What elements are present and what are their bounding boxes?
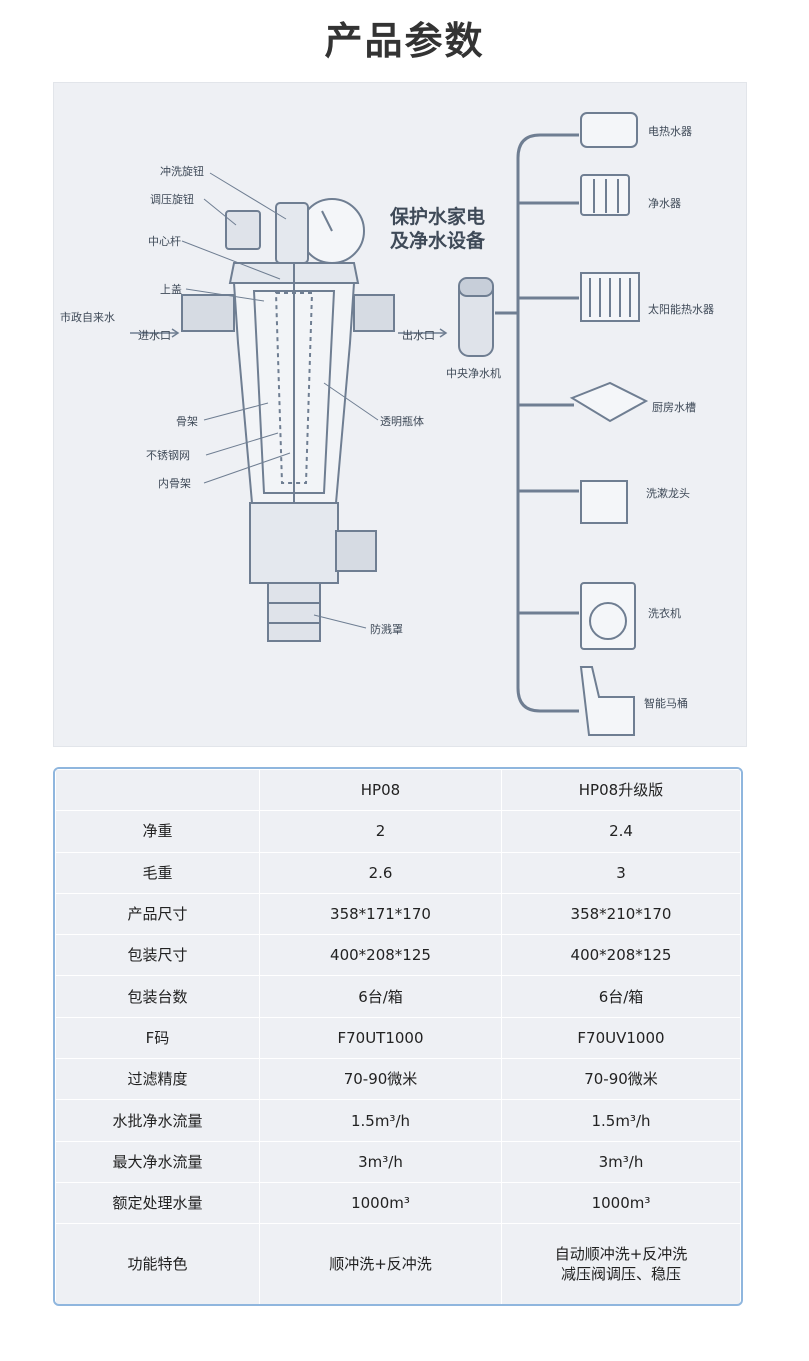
label-steel-mesh: 不锈钢网 [146, 449, 190, 462]
header-cell-hp08: HP08 [259, 769, 502, 812]
label-inlet: 进水口 [138, 329, 171, 342]
appliance-washing-machine: 洗衣机 [648, 607, 681, 620]
row-label: 功能特色 [55, 1223, 260, 1304]
row-value-hp08: 70-90微米 [259, 1058, 502, 1101]
row-value-upgrade: 3m³/h [501, 1140, 741, 1183]
product-diagram: 冲洗旋钮 调压旋钮 中心杆 上盖 骨架 不锈钢网 内骨架 透明瓶体 防溅罩 市政… [53, 82, 747, 747]
table-row: 功能特色 顺冲洗+反冲洗 自动顺冲洗+反冲洗 减压阀调压、稳压 [55, 1223, 741, 1304]
row-value-upgrade: 1000m³ [501, 1181, 741, 1225]
table-row: 水批净水流量 1.5m³/h 1.5m³/h [55, 1099, 741, 1142]
row-value-hp08: 6台/箱 [259, 975, 502, 1018]
table-row: 毛重 2.6 3 [55, 851, 741, 894]
table-row: 包装台数 6台/箱 6台/箱 [55, 975, 741, 1018]
label-top-cover: 上盖 [160, 283, 182, 296]
appliance-smart-toilet: 智能马桶 [644, 697, 688, 710]
label-municipal-water: 市政自来水 [60, 311, 115, 324]
row-label: 水批净水流量 [55, 1099, 260, 1142]
row-value-upgrade-multiline: 自动顺冲洗+反冲洗 减压阀调压、稳压 [501, 1223, 741, 1304]
label-outlet: 出水口 [402, 329, 435, 342]
row-label: 净重 [55, 810, 260, 853]
table-row: 最大净水流量 3m³/h 3m³/h [55, 1140, 741, 1183]
table-row: F码 F70UT1000 F70UV1000 [55, 1016, 741, 1060]
header-cell-hp08-upgrade: HP08升级版 [501, 769, 741, 812]
row-label: 包装台数 [55, 975, 260, 1018]
label-center-rod: 中心杆 [148, 235, 181, 248]
row-value-upgrade: 3 [501, 851, 741, 894]
table-row: 过滤精度 70-90微米 70-90微米 [55, 1058, 741, 1101]
row-label: 产品尺寸 [55, 892, 260, 936]
label-flush-knob: 冲洗旋钮 [160, 165, 204, 178]
appliance-solar-heater: 太阳能热水器 [648, 303, 714, 316]
label-frame: 骨架 [176, 415, 198, 428]
row-label: 最大净水流量 [55, 1140, 260, 1183]
label-pressure-knob: 调压旋钮 [150, 193, 194, 206]
row-label: 额定处理水量 [55, 1181, 260, 1225]
row-value-upgrade: 400*208*125 [501, 934, 741, 977]
table-row: 净重 2 2.4 [55, 810, 741, 853]
appliance-water-heater: 电热水器 [648, 125, 692, 138]
table-row: 包装尺寸 400*208*125 400*208*125 [55, 934, 741, 977]
row-label: 毛重 [55, 851, 260, 894]
row-value-hp08: F70UT1000 [259, 1016, 502, 1060]
row-value-upgrade-line2: 减压阀调压、稳压 [560, 1265, 681, 1284]
filter-illustration [130, 112, 649, 736]
row-value-hp08: 358*171*170 [259, 892, 502, 936]
row-value-upgrade: 6台/箱 [501, 975, 741, 1018]
table-header-row: HP08 HP08升级版 [55, 769, 741, 812]
table-row: 产品尺寸 358*171*170 358*210*170 [55, 892, 741, 936]
row-value-upgrade: 358*210*170 [501, 892, 741, 936]
row-value-hp08: 1000m³ [259, 1181, 502, 1225]
row-label: 过滤精度 [55, 1058, 260, 1101]
row-value-hp08: 400*208*125 [259, 934, 502, 977]
row-value-hp08: 3m³/h [259, 1140, 502, 1183]
label-splash-cover: 防溅罩 [370, 623, 403, 636]
spec-table: HP08 HP08升级版 净重 2 2.4 毛重 2.6 3 产品尺寸 358*… [55, 769, 741, 1304]
headline-line1: 保护水家电 [390, 206, 486, 228]
row-value-upgrade: 1.5m³/h [501, 1099, 741, 1142]
row-value-upgrade: F70UV1000 [501, 1016, 741, 1060]
row-value-hp08: 1.5m³/h [259, 1099, 502, 1142]
row-label: F码 [55, 1016, 260, 1060]
header-cell-empty [55, 769, 260, 812]
label-inner-frame: 内骨架 [158, 477, 191, 490]
row-value-hp08: 2.6 [259, 851, 502, 894]
appliance-faucet: 洗漱龙头 [646, 487, 690, 500]
label-central-purifier: 中央净水机 [446, 367, 501, 380]
row-value-upgrade-line1: 自动顺冲洗+反冲洗 [554, 1245, 688, 1264]
row-value-upgrade: 70-90微米 [501, 1058, 741, 1101]
spec-table-container: HP08 HP08升级版 净重 2 2.4 毛重 2.6 3 产品尺寸 358*… [53, 767, 743, 1306]
row-value-hp08: 2 [259, 810, 502, 853]
row-value-hp08: 顺冲洗+反冲洗 [259, 1223, 502, 1304]
label-transparent-bottle: 透明瓶体 [380, 415, 424, 428]
appliance-water-purifier: 净水器 [648, 197, 681, 210]
table-row: 额定处理水量 1000m³ 1000m³ [55, 1181, 741, 1225]
row-value-upgrade: 2.4 [501, 810, 741, 853]
appliance-kitchen-sink: 厨房水槽 [652, 401, 696, 414]
headline-line2: 及净水设备 [390, 230, 486, 252]
page-title: 产品参数 [324, 19, 485, 63]
row-label: 包装尺寸 [55, 934, 260, 977]
